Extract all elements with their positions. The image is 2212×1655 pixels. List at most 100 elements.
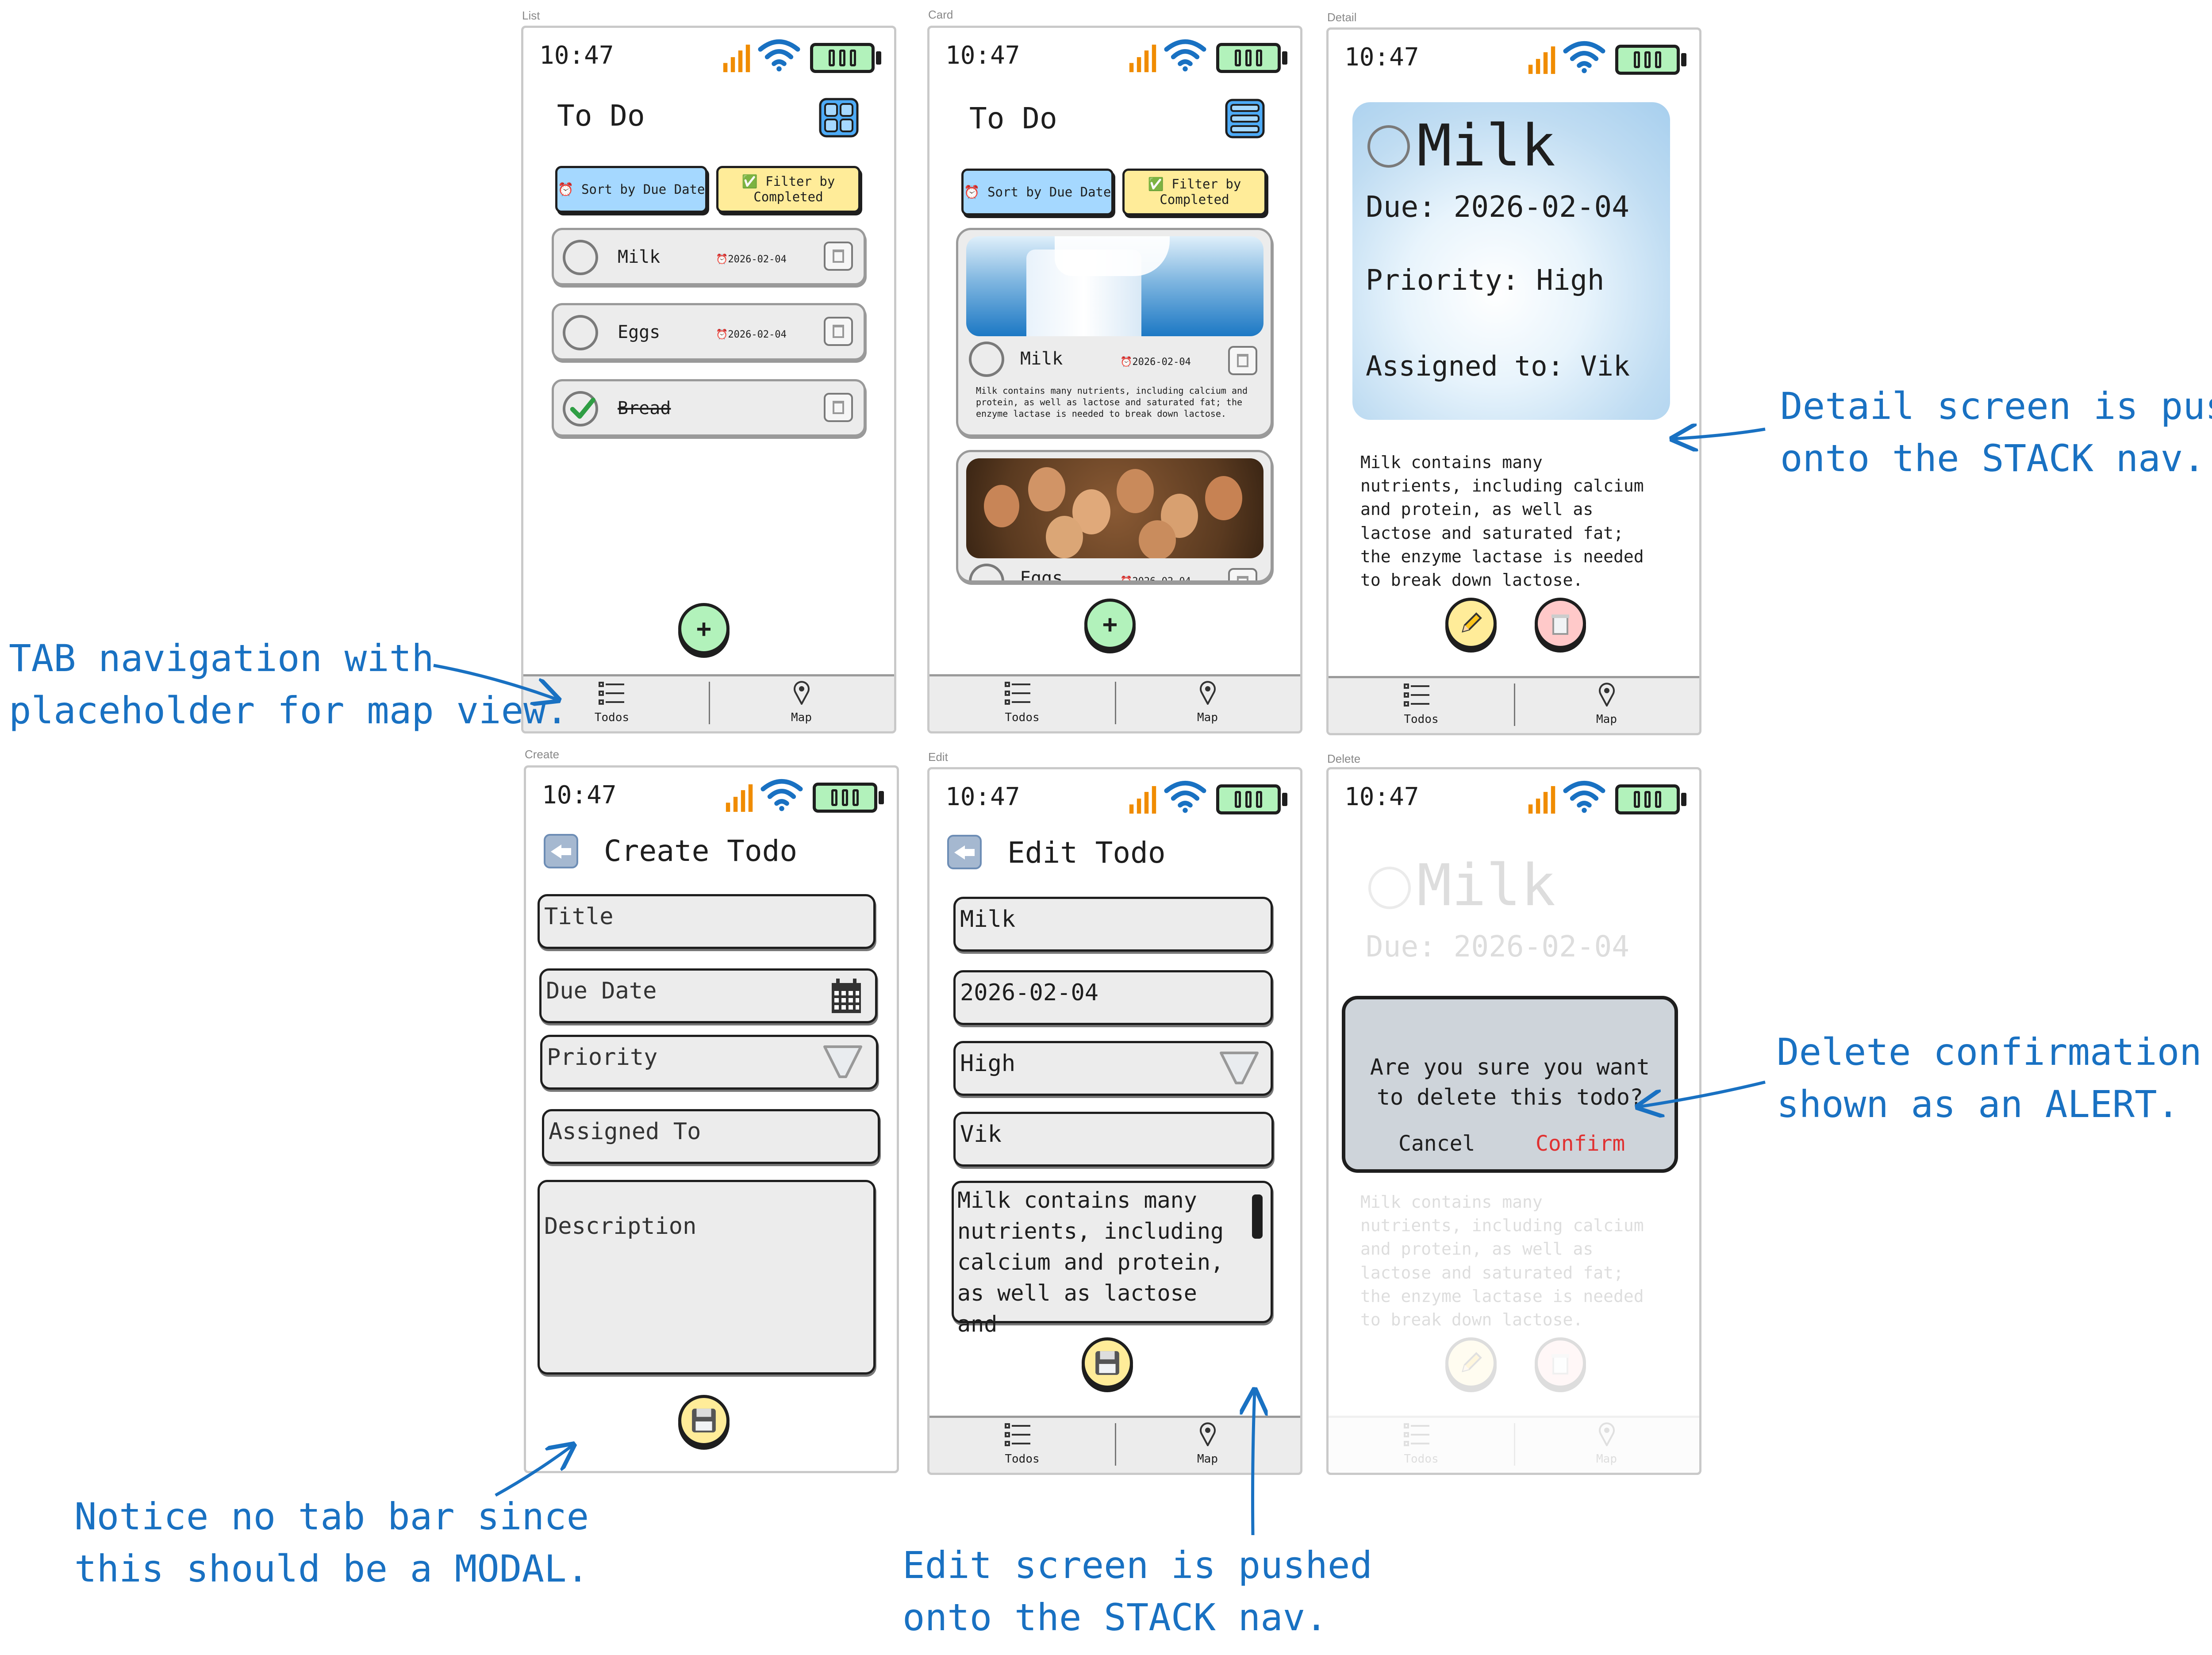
delete-icon[interactable] xyxy=(824,242,853,271)
filter-by-completed-button[interactable]: ✅ Filter by Completed xyxy=(1122,169,1267,215)
due-date-input[interactable]: 2026-02-04 xyxy=(953,970,1273,1025)
frame-label-list: List xyxy=(522,9,540,22)
delete-icon[interactable] xyxy=(824,393,853,422)
todo-title: Eggs xyxy=(618,322,661,342)
filter-by-completed-button[interactable]: ✅ Filter by Completed xyxy=(716,166,860,213)
complete-checkbox[interactable] xyxy=(563,240,598,275)
wifi-icon xyxy=(1164,778,1206,814)
back-icon[interactable] xyxy=(544,834,578,868)
tab-todos: Todos xyxy=(1329,1421,1514,1470)
due-date-placeholder: Due Date xyxy=(546,978,657,1004)
todo-due-date: ⏰2026-02-04 xyxy=(716,329,787,340)
cancel-button[interactable]: Cancel xyxy=(1398,1131,1475,1156)
annotation-detail-stack: Detail screen is pushed onto the STACK n… xyxy=(1780,384,2212,480)
delete-button[interactable] xyxy=(1535,598,1586,649)
list-icon xyxy=(1404,1422,1430,1447)
save-icon xyxy=(1094,1349,1121,1377)
page-title: Edit Todo xyxy=(1007,836,1166,870)
detail-description: Milk contains many nutrients, including … xyxy=(1360,453,1644,590)
delete-icon[interactable] xyxy=(1228,346,1257,375)
annotation-tab-navigation: TAB navigation with placeholder for map … xyxy=(9,637,568,732)
complete-checkbox[interactable] xyxy=(563,391,598,426)
todo-title: Milk xyxy=(618,247,661,267)
edit-button xyxy=(1445,1337,1497,1389)
map-pin-icon xyxy=(1199,680,1217,705)
detail-screen: 10:47 Milk Due: 2026-02-04 Priority: Hig… xyxy=(1326,27,1701,735)
confirm-button[interactable]: Confirm xyxy=(1536,1131,1625,1156)
todo-row[interactable]: Bread xyxy=(552,379,866,437)
edit-button[interactable] xyxy=(1445,598,1497,649)
description-textarea[interactable]: Milk contains many nutrients, including … xyxy=(952,1181,1273,1337)
todo-row[interactable]: Eggs ⏰2026-02-04 xyxy=(552,303,866,361)
page-title: To Do xyxy=(557,99,645,133)
calendar-icon[interactable] xyxy=(831,979,862,1014)
map-pin-icon xyxy=(1199,1421,1217,1446)
wifi-icon xyxy=(1563,778,1605,814)
detail-title: Milk xyxy=(1417,852,1556,919)
todo-row[interactable]: Milk ⏰2026-02-04 xyxy=(552,228,866,285)
delete-icon[interactable] xyxy=(824,317,853,346)
wifi-icon xyxy=(1164,37,1206,72)
tab-bar: Todos Map xyxy=(1329,676,1699,733)
tab-bar: Todos Map xyxy=(929,1416,1300,1473)
complete-checkbox[interactable] xyxy=(969,342,1004,377)
tab-map[interactable]: Map xyxy=(1115,1421,1300,1470)
eggs-photo xyxy=(966,458,1263,558)
tab-label: Todos xyxy=(1404,713,1439,726)
list-icon xyxy=(1005,681,1031,706)
scrollbar[interactable] xyxy=(1252,1194,1263,1239)
signal-icon xyxy=(722,44,752,73)
status-time: 10:47 xyxy=(1344,783,1419,811)
add-todo-button[interactable]: + xyxy=(678,603,730,654)
wifi-icon xyxy=(758,37,800,72)
sort-by-due-date-button[interactable]: ⏰ Sort by Due Date xyxy=(961,169,1114,215)
priority-select[interactable]: Priority xyxy=(540,1035,878,1090)
status-time: 10:47 xyxy=(1344,43,1419,72)
battery-icon xyxy=(1216,784,1287,814)
grid-view-icon[interactable] xyxy=(819,98,859,138)
add-todo-button[interactable]: + xyxy=(1084,599,1136,650)
signal-icon xyxy=(1528,785,1557,814)
list-view-icon[interactable] xyxy=(1225,99,1265,138)
tab-bar: Todos Map xyxy=(523,674,894,731)
complete-checkbox[interactable] xyxy=(969,564,1004,580)
tab-todos[interactable]: Todos xyxy=(1329,681,1514,730)
battery-icon xyxy=(810,43,881,73)
status-time: 10:47 xyxy=(945,41,1020,70)
frame-label-delete: Delete xyxy=(1327,752,1361,765)
complete-checkbox[interactable] xyxy=(1367,125,1410,168)
todo-card[interactable]: Milk ⏰2026-02-04 Milk contains many nutr… xyxy=(956,228,1273,437)
save-button[interactable] xyxy=(1082,1337,1133,1389)
description-textarea[interactable]: Description xyxy=(538,1180,876,1375)
complete-checkbox[interactable] xyxy=(563,315,598,350)
list-icon xyxy=(1404,683,1430,707)
back-icon[interactable] xyxy=(947,835,982,869)
tab-label: Map xyxy=(1197,1452,1218,1466)
priority-select[interactable]: High xyxy=(953,1041,1273,1096)
map-pin-icon xyxy=(1598,1421,1616,1446)
tab-bar: Todos Map xyxy=(929,674,1300,731)
save-button[interactable] xyxy=(678,1395,730,1446)
delete-button xyxy=(1535,1337,1586,1389)
tab-map[interactable]: Map xyxy=(709,679,894,729)
title-input[interactable]: Milk xyxy=(953,897,1273,952)
assigned-to-input[interactable]: Vik xyxy=(953,1112,1274,1167)
tab-map[interactable]: Map xyxy=(1514,681,1699,730)
todo-card[interactable]: Eggs ⏰2026-02-04 xyxy=(956,450,1273,583)
delete-alert: Are you sure you want to delete this tod… xyxy=(1342,996,1678,1173)
chevron-down-icon xyxy=(823,1044,863,1079)
sort-by-due-date-button[interactable]: ⏰ Sort by Due Date xyxy=(555,166,707,213)
delete-screen: 10:47 Milk Due: 2026-02-04 Milk contains… xyxy=(1326,767,1701,1475)
tab-todos[interactable]: Todos xyxy=(929,1421,1115,1470)
tab-todos[interactable]: Todos xyxy=(929,679,1115,729)
map-pin-icon xyxy=(1598,682,1616,707)
annotation-edit-stack: Edit screen is pushed onto the STACK nav… xyxy=(902,1544,1373,1639)
delete-icon[interactable] xyxy=(1228,568,1257,580)
tab-map[interactable]: Map xyxy=(1115,679,1300,729)
assigned-to-input[interactable]: Assigned To xyxy=(542,1109,880,1164)
due-date-input[interactable]: Due Date xyxy=(539,968,877,1023)
detail-priority: Priority: High xyxy=(1366,264,1605,297)
title-input[interactable]: Title xyxy=(538,894,876,949)
tab-todos[interactable]: Todos xyxy=(523,679,709,729)
tab-label: Todos xyxy=(1005,1452,1040,1466)
